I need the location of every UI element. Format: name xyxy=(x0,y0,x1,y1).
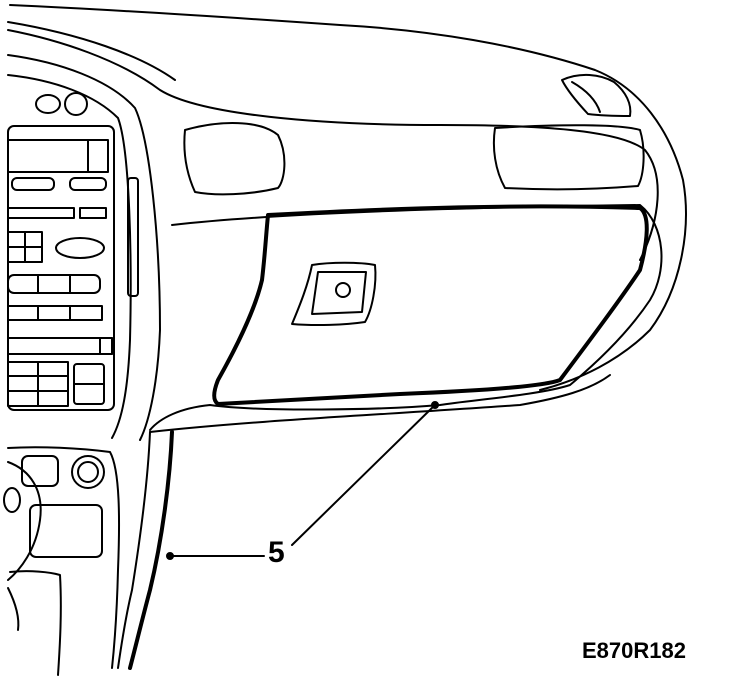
lower-console-knob-inner xyxy=(77,461,99,483)
gear-lever xyxy=(7,461,42,581)
radio-preset-row xyxy=(7,274,101,294)
glove-box-lock-cylinder xyxy=(335,282,351,298)
dashboard-bottom-line xyxy=(149,374,611,433)
dashboard-lower-contour xyxy=(149,204,663,431)
console-knob-upper-1 xyxy=(64,92,88,116)
radio-bottom-strip xyxy=(7,337,113,355)
console-vertical-slot xyxy=(127,177,139,297)
side-trim-inner xyxy=(117,431,151,669)
callout-number-5: 5 xyxy=(268,536,285,569)
radio-rocker-button xyxy=(55,237,105,259)
console-outer-frame xyxy=(7,54,161,441)
radio-button-row1-b xyxy=(69,177,107,191)
leader-line-to-glovebox xyxy=(291,404,436,546)
dashboard-inner-curve xyxy=(7,29,659,261)
leader-dot-glovebox xyxy=(431,401,439,409)
radio-lower-row xyxy=(7,305,103,321)
left-vent xyxy=(183,122,286,196)
dashboard-top-edge xyxy=(9,4,687,391)
radio-bottom-strip-end xyxy=(99,337,113,355)
lower-console-edge xyxy=(7,587,20,631)
lower-console-tray xyxy=(29,504,103,558)
figure-reference-code: E870R182 xyxy=(582,638,686,663)
radio-cassette-slot xyxy=(7,207,75,219)
radio-unit xyxy=(7,125,115,411)
corner-vent xyxy=(561,74,632,117)
leader-dot-trim xyxy=(166,552,174,560)
side-trim-panel xyxy=(128,430,174,670)
corner-vent-inner xyxy=(571,81,601,113)
lower-console-frame xyxy=(7,446,121,669)
glove-box-lock-housing xyxy=(291,261,377,327)
console-knob-upper-2 xyxy=(35,94,61,114)
radio-eject-button xyxy=(79,207,107,219)
glove-box-lock-plate xyxy=(311,271,367,315)
lower-console-knob xyxy=(71,455,105,489)
dashboard-upper-line xyxy=(7,21,176,81)
gear-lever-knob xyxy=(3,487,21,513)
radio-button-row1-a xyxy=(11,177,55,191)
lower-console-switch xyxy=(21,455,59,487)
radio-display xyxy=(7,139,109,173)
lower-console-compartment xyxy=(9,570,62,676)
glove-box-lid xyxy=(212,204,649,406)
right-vent xyxy=(492,124,645,191)
